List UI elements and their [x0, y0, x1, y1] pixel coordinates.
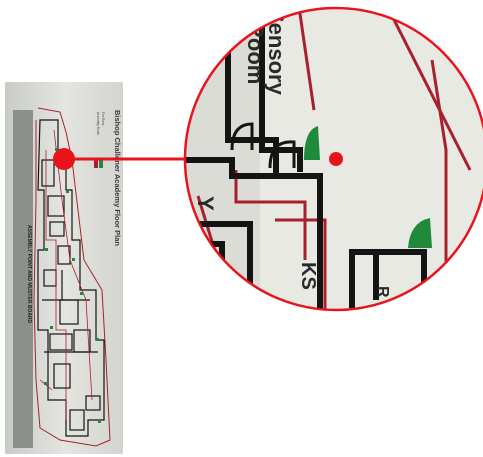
zoom-label-y: Y [193, 196, 218, 211]
zoom-route-lines [196, 8, 483, 310]
pointer-marker [53, 148, 75, 170]
zoom-label-r: R [374, 286, 391, 298]
side-banner-text: ASSEMBLY POINT AND MUSTER BOARD [26, 225, 32, 324]
zoom-label-ks: KS [297, 262, 319, 290]
zoom-fire-exit-1 [304, 126, 320, 160]
legend-fire-exits: Fire Exits [101, 112, 105, 126]
zoom-fire-exit-2 [408, 218, 432, 248]
legend-assembly-route: Assembly Route [96, 112, 100, 135]
magnifier-rim [183, 6, 483, 312]
legend-red-swatch [94, 160, 98, 168]
fire-exit-markers [44, 148, 101, 423]
assembly-route-line [33, 107, 111, 447]
legend-green-swatch [99, 160, 103, 168]
floorplan-photo: ASSEMBLY POINT AND MUSTER BOARD [5, 82, 123, 454]
floorplan-title: Bishop Challoner Academy Floor Plan [113, 110, 122, 246]
zoom-door-swings [230, 122, 296, 169]
zoom-center-marker [329, 152, 343, 166]
side-banner [13, 110, 33, 448]
